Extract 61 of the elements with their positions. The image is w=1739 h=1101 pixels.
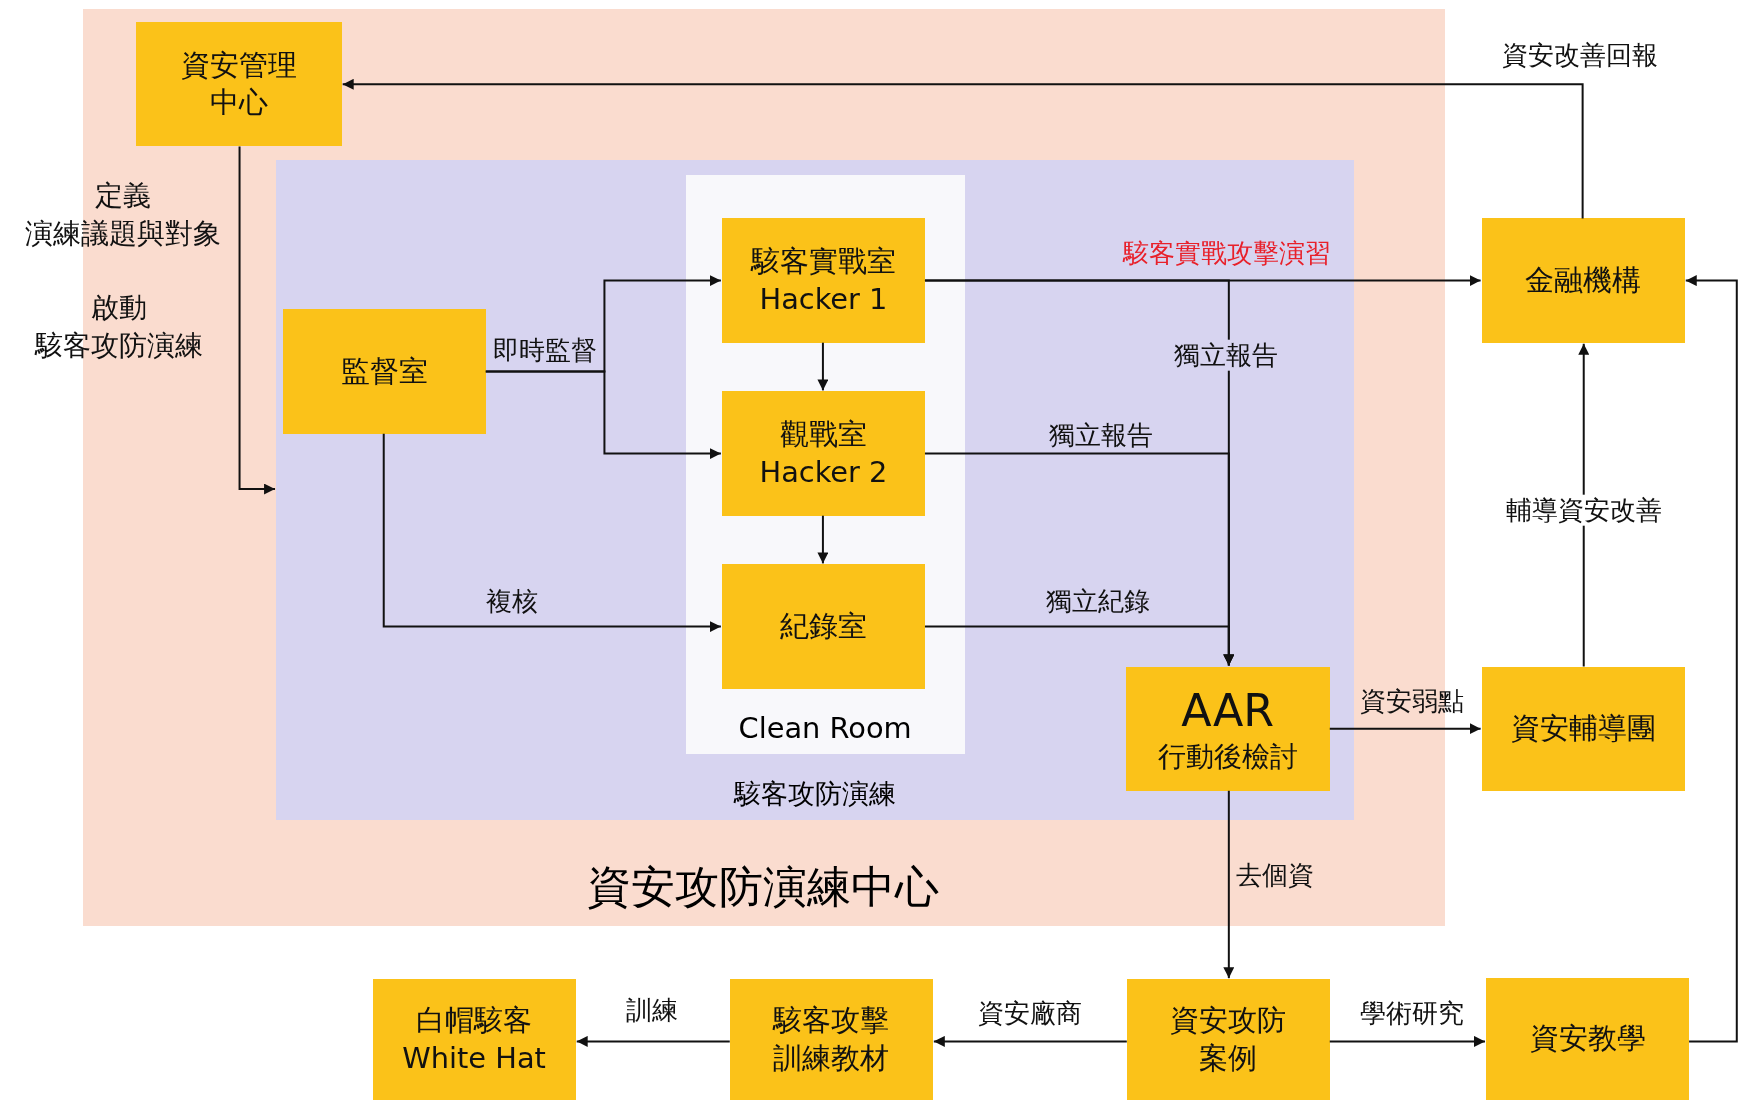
annotation-text: 演練議題與對象 xyxy=(25,215,222,252)
box-label: 監督室 xyxy=(339,352,429,390)
annotation-text: 定義 xyxy=(95,177,152,214)
arrow xyxy=(1328,1035,1487,1047)
box-label: 紀錄室 xyxy=(778,607,868,645)
arrow xyxy=(817,341,829,392)
annotation-text: 啟動 xyxy=(90,289,147,326)
arrow xyxy=(932,1035,1128,1047)
process-box xyxy=(136,22,342,147)
box-label: 資安攻防案例 xyxy=(1169,1002,1288,1077)
edge-label: 駭客實戰攻擊演習 xyxy=(1121,237,1332,269)
process-box xyxy=(1126,979,1330,1101)
process-box xyxy=(1125,666,1330,791)
arrow xyxy=(341,78,1584,220)
box-label: 資安教學 xyxy=(1528,1020,1647,1058)
process-box xyxy=(721,564,925,689)
edge-label: 資安廠商 xyxy=(977,997,1084,1028)
process-box xyxy=(729,979,933,1101)
box-label: 行動後檢討 xyxy=(1156,739,1299,776)
process-box xyxy=(1481,666,1685,791)
edge-label: 去個資 xyxy=(1235,859,1316,891)
panel-title: 資安攻防演練中心 xyxy=(587,860,939,915)
box-label: 白帽駭客 White Hat xyxy=(401,1002,547,1077)
arrow xyxy=(382,432,722,633)
arrow xyxy=(1328,723,1482,735)
panel-title: 駭客攻防演練 xyxy=(734,776,897,811)
box-label: 駭客攻擊訓練教材 xyxy=(771,1002,891,1077)
process-box xyxy=(1481,218,1685,343)
panel-title: Clean Room xyxy=(738,709,912,747)
edge-label: 學術研究 xyxy=(1358,997,1465,1028)
edge-label: 訓練 xyxy=(625,995,680,1026)
arrow xyxy=(1578,342,1590,668)
edge-label: 複核 xyxy=(485,585,540,617)
clean-room-panel xyxy=(686,175,965,755)
arrow xyxy=(923,625,1235,667)
edge-label: 輔導資安改善 xyxy=(1503,494,1664,526)
process-box xyxy=(282,309,486,434)
arrow xyxy=(817,514,829,565)
process-box xyxy=(1486,978,1690,1101)
arrow xyxy=(1223,789,1235,980)
box-label: 資安管理中心 xyxy=(180,46,298,122)
box-label: 資安輔導團 xyxy=(1509,709,1657,747)
annotation-text: 駭客攻防演練 xyxy=(34,327,203,364)
arrow xyxy=(238,145,277,495)
box-label: AAR xyxy=(1180,683,1276,738)
edge-label: 即時監督 xyxy=(491,335,598,366)
box-label: 觀戰室 Hacker 2 xyxy=(758,416,889,491)
edge-label: 獨立報告 xyxy=(1171,339,1280,371)
process-box xyxy=(721,218,925,343)
exercise-panel xyxy=(276,159,1355,820)
edge-label: 資安改善回報 xyxy=(1501,40,1660,71)
arrow xyxy=(575,1035,731,1047)
box-label: 駭客實戰室 Hacker 1 xyxy=(749,243,897,318)
edge-label: 獨立紀錄 xyxy=(1044,585,1151,617)
edge-label: 資安弱點 xyxy=(1358,685,1465,717)
box-label: 金融機構 xyxy=(1524,261,1643,299)
process-box xyxy=(721,391,925,516)
process-box xyxy=(372,979,576,1101)
edge-label: 獨立報告 xyxy=(1048,419,1155,451)
arrow xyxy=(484,370,722,460)
arrow xyxy=(1684,275,1738,1043)
